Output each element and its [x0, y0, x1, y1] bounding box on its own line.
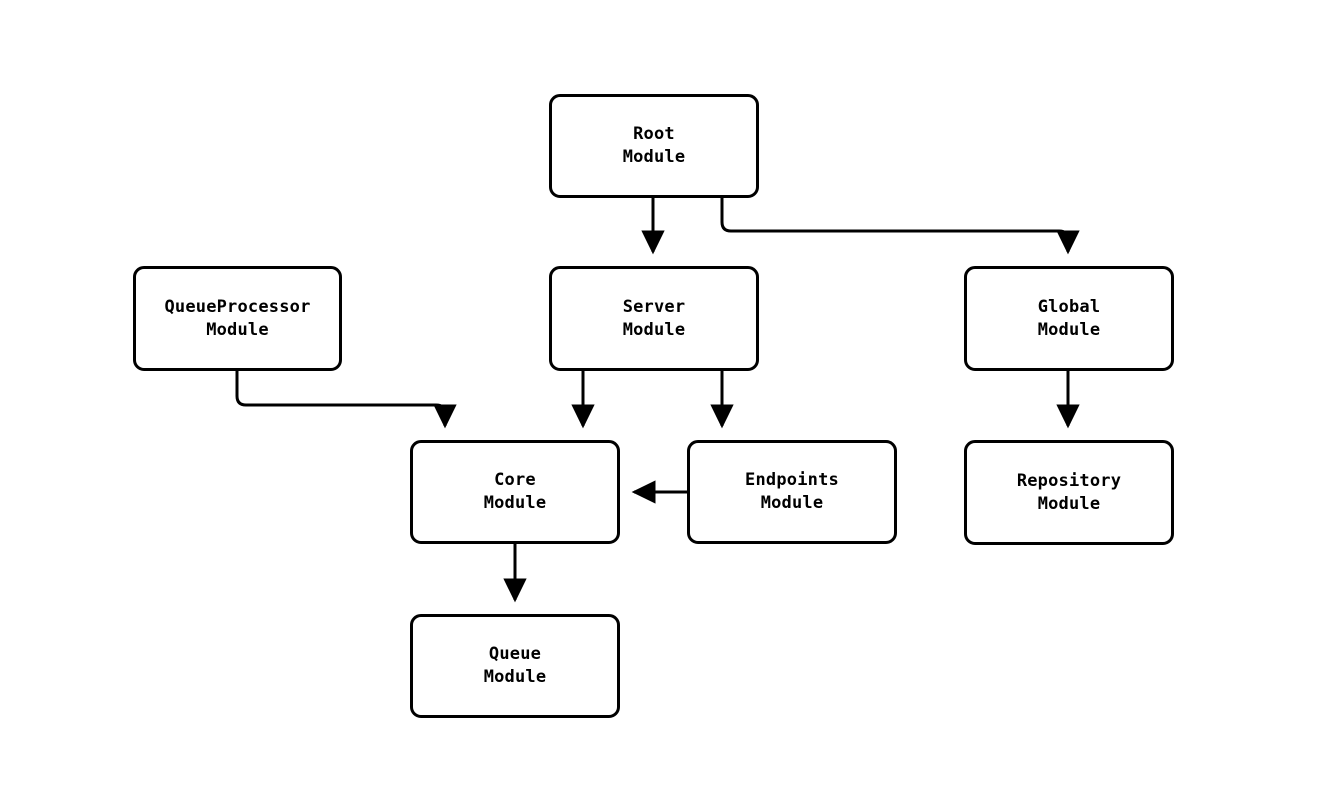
node-label-endpoints-line1: Endpoints: [745, 470, 839, 490]
node-label-global-line2: Module: [1037, 319, 1101, 340]
node-label-root-line2: Module: [622, 147, 686, 167]
node-label-queue-line1: Queue: [488, 644, 542, 664]
node-label-endpoints-line2: Module: [760, 493, 824, 513]
node-label-global-line1: Global: [1037, 296, 1101, 317]
node-label-queue-line2: Module: [483, 667, 547, 687]
node-label-core-line2: Module: [483, 493, 547, 513]
node-label-repository-line1: Repository: [1016, 470, 1122, 491]
node-label-core-line1: Core: [494, 470, 536, 490]
node-label-root-line1: Root: [633, 124, 675, 144]
node-label-queueprocessor-line2: Module: [206, 319, 269, 340]
node-label-repository-line2: Module: [1037, 493, 1101, 514]
node-label-server-line1: Server: [622, 296, 686, 317]
edge-queueprocessor-core: [235, 371, 457, 429]
node-label-server-line2: Module: [622, 319, 686, 340]
edge-root-global: [720, 198, 1080, 255]
node-label-queueprocessor-line1: QueueProcessor: [164, 296, 311, 317]
